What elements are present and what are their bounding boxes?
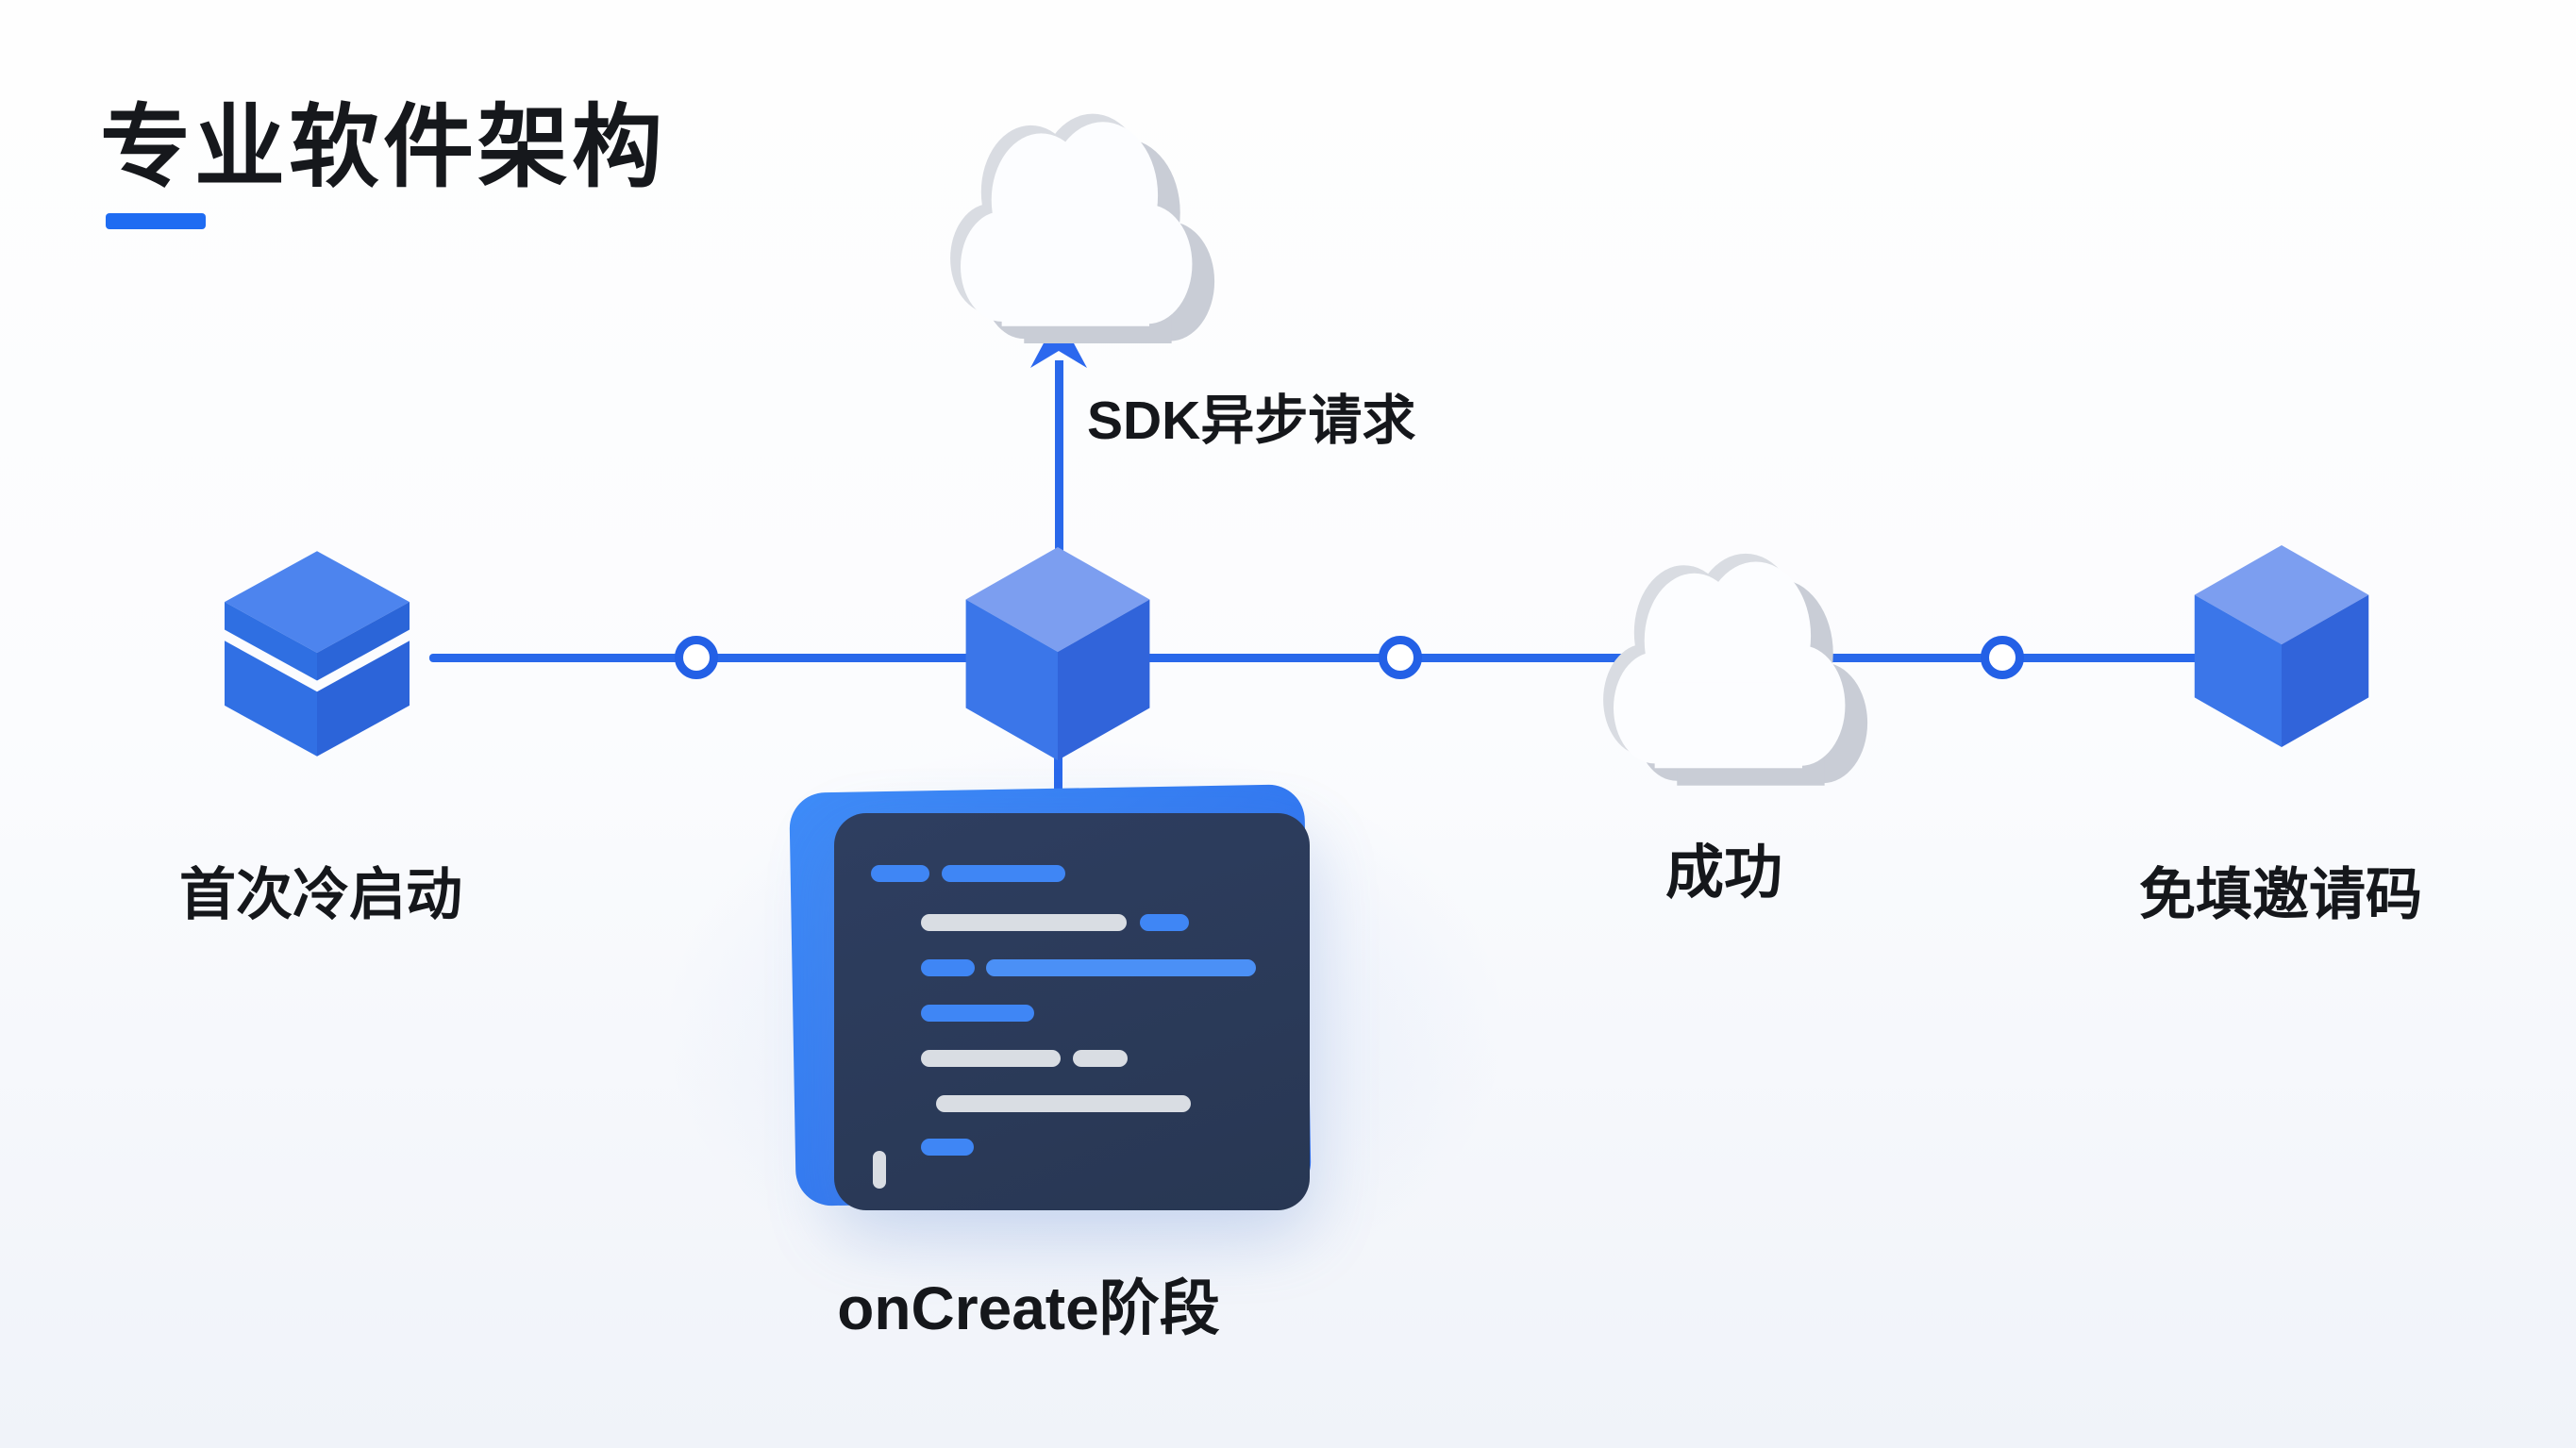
cloud-icon-success — [1603, 553, 1868, 786]
node-label-free-invite: 免填邀请码 — [2139, 863, 2422, 926]
code-line-segment — [871, 865, 929, 882]
code-editor-illustration — [834, 813, 1310, 1210]
cloud-icon-top — [950, 113, 1215, 344]
cube-to-panel-connector — [1054, 753, 1062, 815]
node-label-oncreate: onCreate阶段 — [837, 1274, 1220, 1342]
connector-line — [429, 654, 2200, 662]
code-line-segment — [921, 914, 1127, 931]
page-title: 专业软件架构 — [100, 97, 666, 198]
boxed-cube-icon — [225, 551, 410, 757]
code-line-segment — [1073, 1050, 1128, 1067]
code-cursor — [873, 1151, 886, 1189]
code-line-segment — [921, 959, 975, 976]
cube-icon-center — [965, 547, 1150, 760]
code-line-segment — [921, 1005, 1034, 1022]
title-underline — [106, 213, 206, 229]
connector-dot-1 — [675, 636, 718, 679]
code-line-segment — [1140, 914, 1189, 931]
cube-icon-right — [2194, 545, 2369, 747]
connector-dot-2 — [1379, 636, 1422, 679]
sdk-request-label: SDK异步请求 — [1087, 391, 1416, 451]
code-line-segment — [986, 959, 1256, 976]
node-label-success: 成功 — [1664, 841, 1782, 906]
node-label-cold-start: 首次冷启动 — [179, 863, 462, 926]
connector-dot-3 — [1981, 636, 2024, 679]
code-line-segment — [921, 1139, 974, 1156]
code-line-segment — [942, 865, 1065, 882]
code-line-segment — [921, 1050, 1061, 1067]
code-line-segment — [936, 1095, 1191, 1112]
